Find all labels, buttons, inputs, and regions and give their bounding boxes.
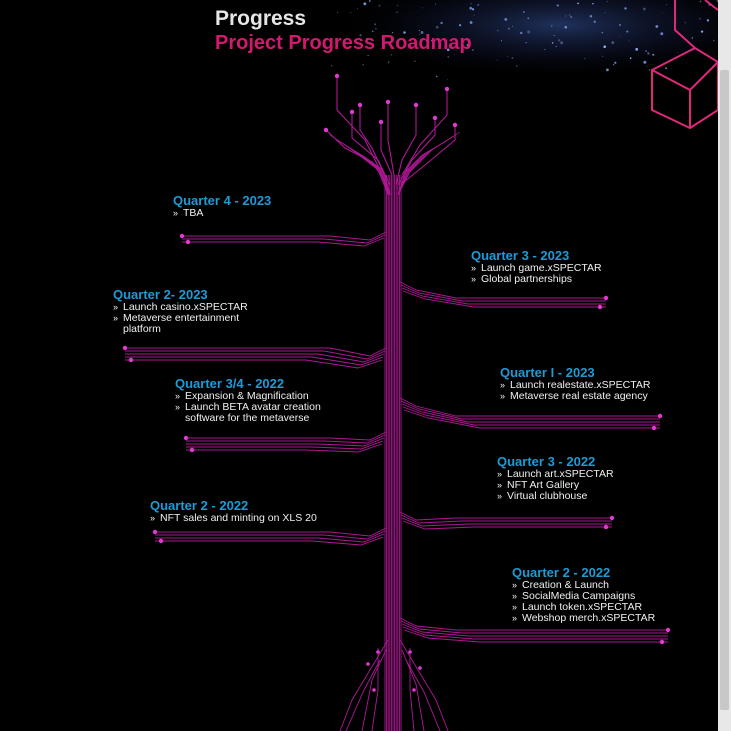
milestone-title: Quarter 2- 2023 (113, 287, 208, 302)
bullet-icon: » (512, 580, 518, 590)
bullet-icon: » (175, 391, 181, 401)
milestone-item: »Launch realestate.xSPECTAR (500, 379, 651, 391)
milestone-item: »Creation & Launch (512, 579, 609, 591)
milestone-title: Quarter I - 2023 (500, 365, 595, 380)
page-title: Progress (215, 7, 307, 30)
milestone-item: »Launch casino.xSPECTAR (113, 301, 248, 313)
milestone-q4-2023: Quarter 4 - 2023 »TBA (173, 194, 271, 219)
milestone-item: »SocialMedia Campaigns (512, 590, 636, 602)
milestone-item: »Launch game.xSPECTAR (471, 262, 602, 274)
milestone-item: »Launch art.xSPECTAR (497, 468, 614, 480)
milestone-item-continuation: platform (123, 323, 161, 335)
milestone-item: »Launch BETA avatar creation (175, 401, 321, 413)
milestone-item: »Webshop merch.xSPECTAR (512, 612, 656, 624)
milestone-item: »TBA (173, 207, 204, 219)
milestone-item: »Launch token.xSPECTAR (512, 601, 643, 613)
milestone-item: »NFT Art Gallery (497, 479, 580, 491)
bullet-icon: » (471, 274, 477, 284)
milestone-item: »Virtual clubhouse (497, 490, 588, 502)
milestone-title: Quarter 3/4 - 2022 (175, 376, 285, 391)
bullet-icon: » (497, 491, 503, 501)
milestone-q3-2023: Quarter 3 - 2023 »Launch game.xSPECTAR »… (471, 249, 602, 285)
milestone-q2-2022-right: Quarter 2 - 2022 »Creation & Launch »Soc… (512, 566, 655, 624)
milestone-title: Quarter 3 - 2022 (497, 454, 596, 469)
bullet-icon: » (512, 613, 518, 623)
milestone-q2-2022-left: Quarter 2 - 2022 »NFT sales and minting … (150, 499, 317, 524)
bullet-icon: » (512, 602, 518, 612)
bullet-icon: » (497, 469, 503, 479)
milestone-q1-2023: Quarter I - 2023 »Launch realestate.xSPE… (500, 366, 650, 402)
milestone-item: »Global partnerships (471, 273, 573, 285)
milestone-q3-2022: Quarter 3 - 2022 »Launch art.xSPECTAR »N… (497, 455, 614, 502)
bullet-icon: » (497, 480, 503, 490)
milestone-item-continuation: software for the metaverse (185, 412, 310, 424)
milestone-item: »NFT sales and minting on XLS 20 (150, 512, 317, 524)
bullet-icon: » (113, 313, 119, 323)
bullet-icon: » (512, 591, 518, 601)
page-subtitle: Project Progress Roadmap (215, 32, 472, 54)
milestone-title: Quarter 2 - 2022 (150, 498, 249, 513)
milestone-title: Quarter 2 - 2022 (512, 565, 611, 580)
milestone-title: Quarter 4 - 2023 (173, 193, 272, 208)
bullet-icon: » (471, 263, 477, 273)
milestone-q2-2023: Quarter 2- 2023 »Launch casino.xSPECTAR … (113, 288, 248, 335)
milestone-item: »Metaverse real estate agency (500, 390, 648, 402)
milestone-item: »Expansion & Magnification (175, 390, 309, 402)
milestone-title: Quarter 3 - 2023 (471, 248, 570, 263)
bullet-icon: » (113, 302, 119, 312)
bullet-icon: » (500, 380, 506, 390)
bullet-icon: » (175, 402, 181, 412)
bullet-icon: » (500, 391, 506, 401)
milestone-item: »Metaverse entertainment (113, 312, 240, 324)
bullet-icon: » (173, 208, 179, 218)
bullet-icon: » (150, 513, 156, 523)
milestone-q3-4-2022: Quarter 3/4 - 2022 »Expansion & Magnific… (175, 377, 321, 424)
scrollbar-thumb[interactable] (720, 70, 729, 710)
